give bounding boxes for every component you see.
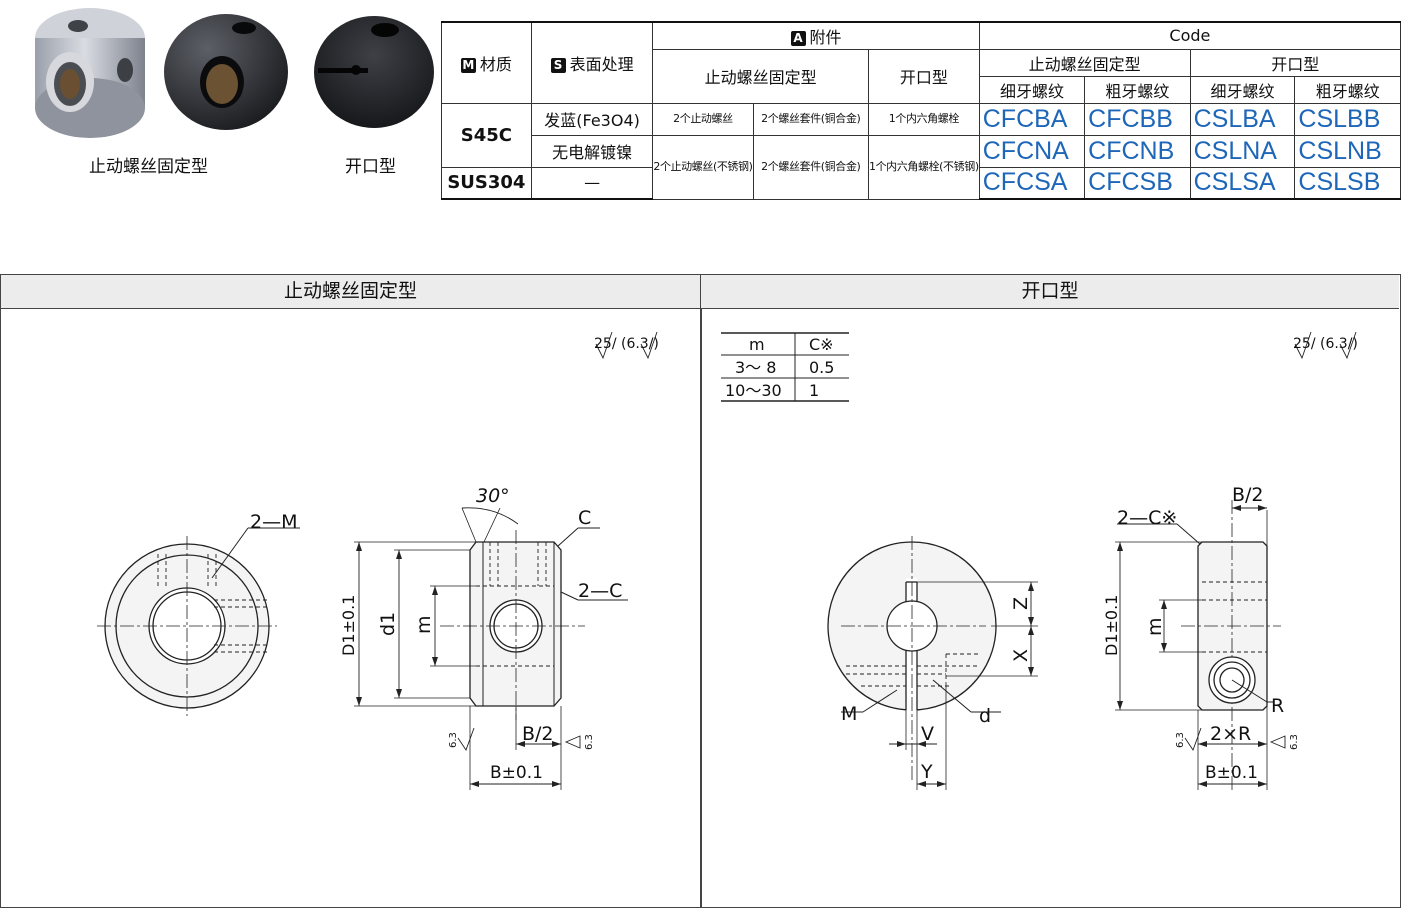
- label-d1-tol: D1±0.1: [1102, 595, 1121, 656]
- photo-caption-setscrew: 止动螺丝固定型: [89, 157, 208, 177]
- finish-mark-left: 6.3: [448, 732, 459, 748]
- header-code-setscrew: 止动螺丝固定型: [978, 48, 1191, 77]
- roughness-note: 25/ (6.3/): [594, 336, 659, 352]
- product-photos: [35, 8, 434, 138]
- label-m-thread: M: [841, 703, 857, 725]
- label-2-m: 2—M: [250, 511, 297, 533]
- code-cell[interactable]: CFCBA: [978, 102, 1086, 136]
- acc-insert: 2个螺丝套件(铜合金): [752, 134, 869, 200]
- header-code: Code: [978, 21, 1401, 50]
- code-cell[interactable]: CSLBB: [1294, 102, 1401, 136]
- acc-insert: 2个螺丝套件(铜合金): [752, 102, 869, 136]
- ctable-m: 10～30: [725, 381, 782, 400]
- surface-nickel: 无电解镀镍: [530, 134, 654, 168]
- finish-mark-right: 6.3: [1289, 734, 1300, 750]
- code-cell[interactable]: CSLBA: [1189, 102, 1296, 136]
- code-cell[interactable]: CFCNA: [978, 134, 1086, 168]
- label-v: V: [921, 723, 934, 745]
- label-d: d: [979, 705, 991, 727]
- label-2-c: 2—C: [578, 580, 622, 602]
- photo-caption-slit: 开口型: [345, 157, 396, 177]
- header-fine-thread: 细牙螺纹: [978, 75, 1086, 104]
- acc-slit: 1个内六角螺栓: [867, 102, 980, 136]
- ctable-m: 3～ 8: [735, 358, 776, 377]
- header-acc-setscrew: 止动螺丝固定型: [652, 48, 869, 104]
- header-acc-slit: 开口型: [867, 48, 980, 104]
- label-d1: d1: [377, 612, 399, 636]
- silver-collar-photo: [35, 8, 145, 138]
- code-cell[interactable]: CFCNB: [1084, 134, 1191, 168]
- header-coarse-thread: 粗牙螺纹: [1294, 75, 1401, 104]
- ctable-header-c: C※: [809, 335, 834, 354]
- acc-screw: 2个止动螺丝: [652, 102, 754, 136]
- label-r: R: [1271, 695, 1284, 717]
- header-fine-thread: 细牙螺纹: [1189, 75, 1296, 104]
- label-c: C: [578, 507, 591, 529]
- label-b-tol: B±0.1: [490, 763, 543, 783]
- label-z: Z: [1010, 597, 1032, 610]
- ctable-c: 0.5: [809, 358, 834, 377]
- label-b-half: B/2: [522, 723, 554, 745]
- finish-mark-left: 6.3: [1175, 732, 1186, 748]
- acc-screw-stainless: 2个止动螺丝(不锈钢): [652, 134, 754, 200]
- label-b-half: B/2: [1232, 484, 1264, 506]
- label-b-tol: B±0.1: [1205, 763, 1258, 783]
- label-y: Y: [920, 761, 933, 783]
- black-collar-photo: [164, 14, 288, 130]
- ctable-c: 1: [809, 381, 819, 400]
- header-coarse-thread: 粗牙螺纹: [1084, 75, 1191, 104]
- label-2-r: 2×R: [1210, 723, 1251, 745]
- code-cell[interactable]: CSLSB: [1294, 166, 1401, 200]
- code-cell[interactable]: CSLSA: [1189, 166, 1296, 200]
- code-cell[interactable]: CSLNB: [1294, 134, 1401, 168]
- code-cell[interactable]: CFCSB: [1084, 166, 1191, 200]
- slit-collar-photo: [314, 16, 434, 128]
- material-sus304: SUS304: [441, 166, 532, 200]
- code-cell[interactable]: CFCSA: [978, 166, 1086, 200]
- label-d1-tol: D1±0.1: [339, 595, 358, 656]
- acc-slit-stainless: 1个内六角螺栓(不锈钢): [867, 134, 980, 200]
- label-angle: 30°: [476, 485, 510, 507]
- panel-right-title: 开口型: [701, 275, 1399, 309]
- panel-left-title: 止动螺丝固定型: [1, 275, 700, 309]
- drawing-setscrew: 2—M 30° C 2—C D1±0.1 d1 m B/2 B±0.1 6.3 …: [97, 331, 659, 790]
- ctable-header-m: m: [749, 335, 765, 354]
- label-m: m: [413, 615, 435, 634]
- label-x: X: [1010, 649, 1032, 662]
- surface-none: —: [530, 166, 654, 200]
- header-code-slit: 开口型: [1189, 48, 1401, 77]
- code-cell[interactable]: CFCBB: [1084, 102, 1191, 136]
- material-s45c: S45C: [441, 102, 532, 168]
- label-m: m: [1144, 617, 1166, 636]
- code-cell[interactable]: CSLNA: [1189, 134, 1296, 168]
- finish-mark-right: 6.3: [584, 734, 595, 750]
- surface-black-oxide: 发蓝(Fe3O4): [530, 102, 654, 136]
- roughness-note: 25/ (6.3/): [1293, 336, 1358, 352]
- drawing-slit: m C※ 3～ 8 0.5 10～30 1: [721, 331, 1358, 790]
- label-2-c-note: 2—C※: [1117, 507, 1177, 529]
